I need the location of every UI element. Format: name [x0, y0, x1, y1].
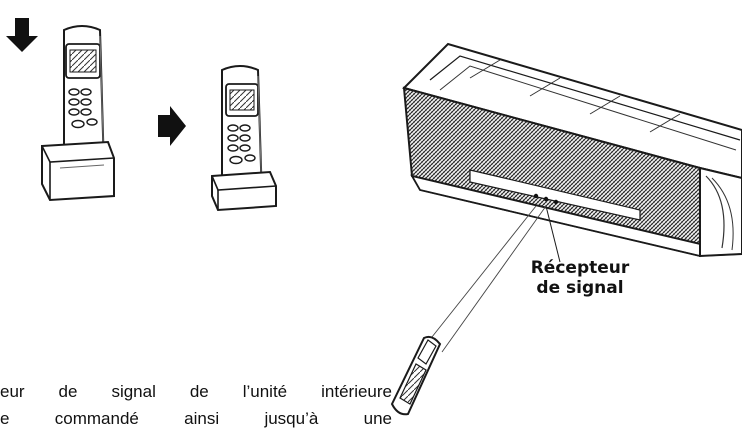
signal-receiver-label-line2: de signal [536, 278, 624, 298]
indicator-light [533, 193, 539, 199]
down-arrow-icon [6, 18, 38, 52]
instruction-line-1: eur de signal de l’unité intérieure [0, 382, 392, 401]
signal-receiver-label-line1: Récepteur [530, 258, 630, 278]
pointing-remote-control [390, 335, 442, 416]
receiver-pointer [545, 205, 561, 263]
indoor-unit [402, 42, 742, 258]
signal-beam [427, 205, 547, 353]
right-arrow-icon [158, 106, 186, 146]
instruction-paragraph: eur de signal de l’unité intérieure e co… [0, 378, 392, 429]
remote-control-in-holder-1 [41, 25, 115, 202]
indicator-light [553, 199, 559, 205]
remote-holder [41, 140, 115, 202]
remote-control-in-holder-2 [211, 65, 277, 212]
remote-holder [211, 170, 277, 212]
indicator-light [543, 196, 549, 202]
instruction-line-2: e commandé ainsi jusqu’à une [0, 409, 392, 428]
signal-receiver-label: Récepteur de signal [520, 258, 640, 298]
